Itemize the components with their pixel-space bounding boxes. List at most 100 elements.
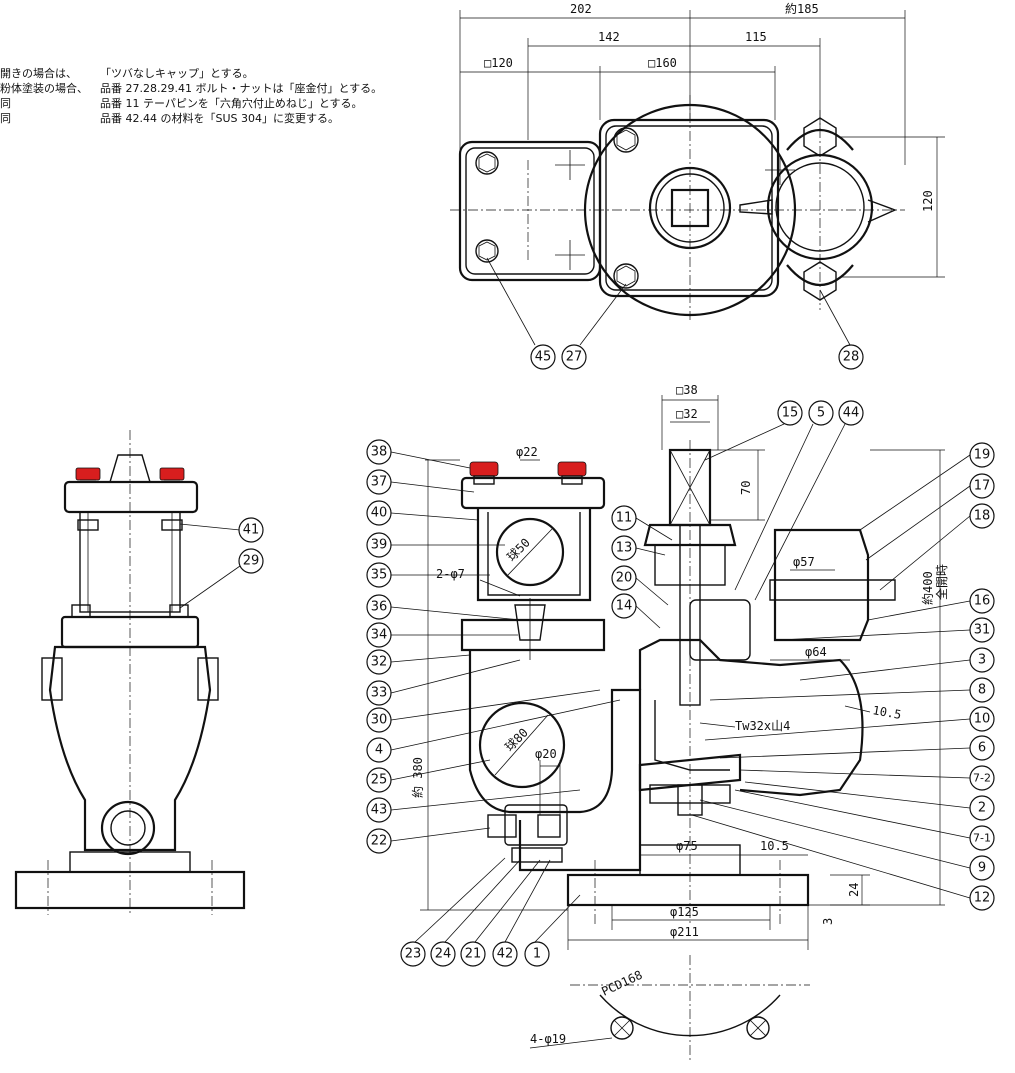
- svg-text:16: 16: [974, 594, 991, 609]
- dim-phi20: φ20: [535, 747, 557, 761]
- spindle-boss: [648, 166, 732, 250]
- svg-text:19: 19: [974, 448, 991, 463]
- svg-text:29: 29: [243, 554, 260, 569]
- balloon-10: 10: [969, 706, 995, 732]
- svg-text:44: 44: [843, 406, 860, 421]
- balloon-2: 2: [969, 795, 995, 821]
- svg-text:39: 39: [371, 538, 388, 553]
- dim-h400: 約400: [920, 571, 935, 605]
- balloons-left: 38 37 40 39 35 36 34 32 33 30 4 25 43 22: [366, 439, 392, 854]
- balloon-16: 16: [969, 588, 995, 614]
- svg-text:13: 13: [616, 541, 633, 556]
- dim-phi57: φ57: [793, 555, 815, 569]
- spindle-square: [670, 188, 710, 228]
- note-line-4: 同品番 42.44 の材料を「SUS 304」に変更する。: [0, 112, 339, 125]
- dim-pcd: PCD168: [599, 968, 644, 999]
- float-ball-50: [495, 517, 565, 587]
- balloon-44: 44: [838, 400, 864, 426]
- outlet-cap-section: [773, 528, 870, 642]
- dim-v120: 120: [921, 190, 935, 212]
- svg-text:8: 8: [978, 683, 986, 698]
- svg-text:25: 25: [371, 773, 388, 788]
- note-line-1: 開きの場合は、「ツバなしキャップ」とする。: [0, 67, 254, 80]
- balloon-7-1: 7-1: [969, 825, 995, 851]
- dim-sq160: □160: [648, 56, 677, 70]
- balloon-11: 11: [611, 505, 637, 531]
- svg-text:2: 2: [978, 801, 986, 816]
- balloon-36: 36: [366, 594, 392, 620]
- svg-text:3: 3: [978, 653, 986, 668]
- svg-text:20: 20: [616, 571, 633, 586]
- balloon-40: 40: [366, 500, 392, 526]
- balloon-15: 15: [777, 400, 803, 426]
- svg-text:1: 1: [533, 947, 541, 962]
- dim-r105b: 10.5: [760, 839, 789, 853]
- svg-text:6: 6: [978, 741, 986, 756]
- svg-text:5: 5: [817, 406, 825, 421]
- side-body: [48, 645, 212, 852]
- dim-142: 142: [598, 30, 620, 44]
- svg-text:28: 28: [843, 350, 860, 365]
- dim-115: 115: [745, 30, 767, 44]
- dim-sq32: □32: [676, 407, 698, 421]
- svg-text:43: 43: [371, 803, 388, 818]
- valve-disc: [638, 753, 742, 792]
- balloon-7-2: 7-2: [969, 765, 995, 791]
- svg-text:14: 14: [616, 599, 633, 614]
- section-view: 球50 φ22 2-φ7 球80 φ20: [366, 383, 995, 1060]
- balloon-24: 24: [430, 941, 456, 967]
- balloon-34: 34: [366, 622, 392, 648]
- balloon-39: 39: [366, 532, 392, 558]
- main-body-left: [468, 650, 642, 872]
- svg-text:30: 30: [371, 713, 388, 728]
- svg-text:41: 41: [243, 523, 260, 538]
- balloon-23: 23: [400, 941, 426, 967]
- svg-text:37: 37: [371, 475, 388, 490]
- side-square-cap: [458, 140, 602, 282]
- svg-text:35: 35: [371, 568, 388, 583]
- dim-sq120: □120: [484, 56, 513, 70]
- dim-r105: 10.5: [871, 703, 902, 722]
- dim-h400b: 全開時: [934, 564, 949, 600]
- svg-text:38: 38: [371, 445, 388, 460]
- svg-text:18: 18: [974, 509, 991, 524]
- base-flange: [566, 873, 810, 907]
- float-ball-80: [478, 701, 566, 789]
- bolt-heads-top: [475, 127, 639, 289]
- svg-text:15: 15: [782, 406, 799, 421]
- dim-sq38: □38: [676, 383, 698, 397]
- balloon-18: 18: [969, 503, 995, 529]
- balloon-25: 25: [366, 767, 392, 793]
- balloon-17: 17: [969, 473, 995, 499]
- svg-text:31: 31: [974, 623, 991, 638]
- dim-2phi7: 2-φ7: [436, 567, 465, 581]
- balloon-20: 20: [611, 565, 637, 591]
- balloon-13: 13: [611, 535, 637, 561]
- svg-text:10: 10: [974, 712, 991, 727]
- svg-text:40: 40: [371, 506, 388, 521]
- balloon-31: 31: [969, 617, 995, 643]
- mid-flange: [460, 618, 606, 652]
- balloon-30: 30: [366, 707, 392, 733]
- dim-phi64: φ64: [805, 645, 827, 659]
- balloons-right: 19 17 18 16 31 3 8 10 6 7-2 2 7-1 9 12: [969, 442, 995, 911]
- square-plate: [598, 118, 780, 298]
- side-nut-right: [159, 467, 185, 481]
- balloon-8: 8: [969, 677, 995, 703]
- balloon-9: 9: [969, 855, 995, 881]
- balloon-32: 32: [366, 649, 392, 675]
- nut-right: [557, 461, 587, 477]
- balloon-19: 19: [969, 442, 995, 468]
- balloon-33: 33: [366, 680, 392, 706]
- dim-202: 202: [570, 2, 592, 16]
- svg-text:24: 24: [435, 947, 452, 962]
- dim-phi125: φ125: [670, 905, 699, 919]
- outlet-cap: [766, 153, 874, 261]
- balloon-41: 41: [238, 517, 264, 543]
- svg-text:33: 33: [371, 686, 388, 701]
- svg-text:23: 23: [405, 947, 422, 962]
- main-body-right: [638, 638, 864, 797]
- balloon-21: 21: [460, 941, 486, 967]
- svg-text:7-1: 7-1: [973, 832, 991, 845]
